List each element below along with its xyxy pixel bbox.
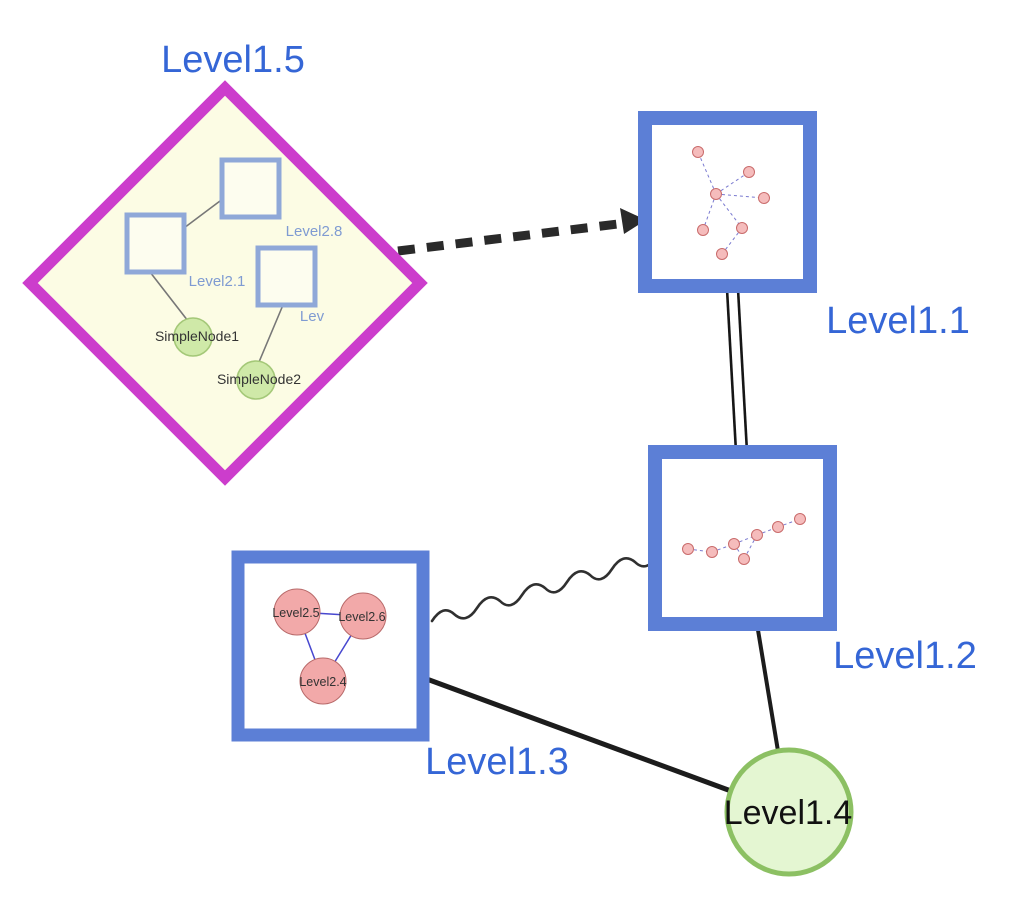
node-level11[interactable] (638, 111, 817, 293)
node-level11-shape[interactable] (638, 111, 817, 293)
node-level14-shape[interactable] (724, 747, 854, 877)
node-level26-label: Level2.6 (338, 610, 385, 624)
level11-subgraph-edges (697, 151, 765, 255)
edge-level15-level11[interactable] (397, 208, 646, 256)
level11-subgraph-nodes[interactable] (692, 146, 770, 260)
edge-lev-simplenode2[interactable] (258, 304, 284, 363)
node-level26[interactable] (339, 592, 387, 640)
node-lev[interactable] (255, 245, 318, 308)
node-level14-label: Level1.4 (724, 794, 853, 832)
node-level15-label: Level1.5 (161, 39, 305, 81)
node-level21[interactable] (124, 212, 187, 275)
edge-level12-level14[interactable] (755, 623, 780, 752)
node-level12-shape[interactable] (648, 445, 837, 631)
node-level11-label: Level1.1 (826, 300, 970, 342)
node-level12-label: Level1.2 (833, 635, 977, 677)
node-level24[interactable] (299, 657, 347, 705)
node-level24-label: Level2.4 (299, 675, 346, 689)
edge-level15-level11-arrowhead (620, 208, 646, 234)
node-level25-label: Level2.5 (272, 606, 319, 620)
edge-level13-level14[interactable] (423, 675, 732, 794)
node-level15-group[interactable]: Level2.8 Level2.1 Lev SimpleNode1 Simple… (22, 80, 428, 486)
edge-level11-level12-line2[interactable] (736, 288, 749, 453)
node-level28-label: Level2.8 (286, 223, 343, 240)
level15-diamond-shape[interactable] (22, 80, 428, 486)
node-simplenode1[interactable] (173, 317, 213, 357)
edge-level11-level12[interactable] (725, 288, 749, 453)
edge-level21-simplenode1[interactable] (149, 271, 189, 322)
node-level21-label: Level2.1 (189, 273, 246, 290)
node-level13-shape[interactable] (231, 550, 430, 742)
node-level25[interactable] (273, 588, 321, 636)
node-level13[interactable]: Level2.5 Level2.6 Level2.4 (231, 550, 430, 742)
edge-level13-level12-wavy[interactable] (430, 554, 660, 623)
node-lev-label: Lev (300, 308, 325, 325)
node-simplenode2-label: SimpleNode2 (217, 371, 301, 387)
edge-level11-level12-line1[interactable] (725, 288, 738, 453)
edge-level15-level11-line[interactable] (397, 219, 619, 256)
node-level12[interactable] (648, 445, 837, 631)
edge-level21-level28[interactable] (183, 197, 225, 229)
node-level14[interactable]: Level1.4 (724, 747, 854, 877)
level12-subgraph-nodes[interactable] (682, 513, 806, 565)
node-level13-label: Level1.3 (425, 741, 569, 783)
node-simplenode2[interactable] (236, 360, 276, 400)
node-simplenode1-label: SimpleNode1 (155, 328, 239, 344)
node-level28[interactable] (219, 157, 282, 220)
